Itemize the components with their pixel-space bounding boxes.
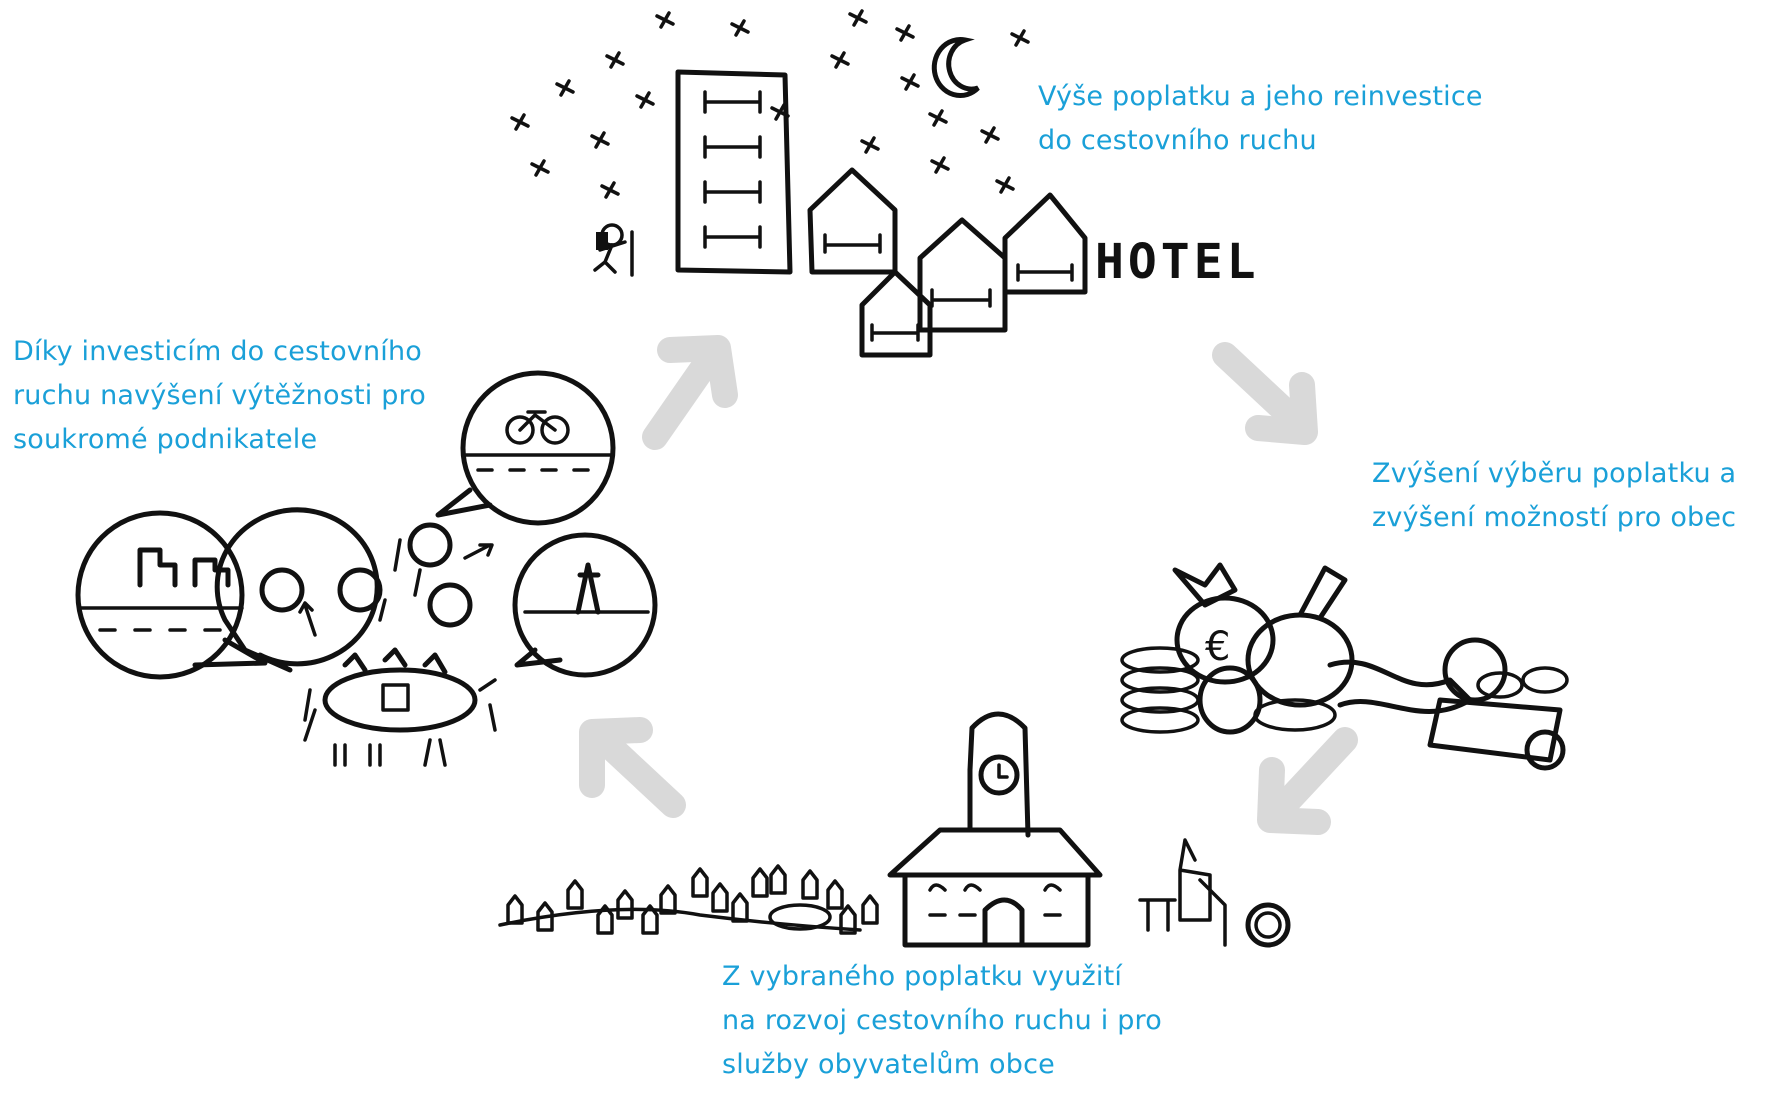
star-icon bbox=[1010, 29, 1030, 47]
star-icon bbox=[980, 126, 1000, 144]
caption-line: Z vybraného poplatku využití bbox=[722, 961, 1123, 992]
speech-bubble-cycling bbox=[435, 370, 616, 526]
star-icon bbox=[605, 51, 625, 69]
caption-line: služby obyvatelům obce bbox=[722, 1049, 1055, 1080]
star-icon bbox=[590, 131, 610, 149]
village-house-icon bbox=[566, 879, 584, 910]
village-house-icon bbox=[839, 904, 857, 935]
cycle-arrow-top-right bbox=[1212, 342, 1318, 445]
star-icon bbox=[830, 51, 850, 69]
caption-line: ruchu navýšení výtěžnosti pro bbox=[13, 380, 427, 411]
village-house-icon bbox=[731, 892, 749, 923]
svg-text:€: € bbox=[1205, 624, 1230, 670]
caption-line: soukromé podnikatele bbox=[13, 424, 318, 455]
caption-fee-usage: Z vybraného poplatku využití na rozvoj c… bbox=[722, 955, 1162, 1087]
speech-bubble-lookout-tower bbox=[512, 532, 658, 678]
village-house-icon bbox=[801, 869, 819, 900]
star-icon bbox=[930, 156, 950, 174]
village-house-icon bbox=[861, 894, 879, 925]
star-icon bbox=[530, 159, 550, 177]
village-house-icon bbox=[616, 889, 634, 920]
tall-hotel-building bbox=[675, 69, 793, 275]
meeting-table-icon bbox=[303, 647, 497, 767]
star-icon bbox=[848, 9, 868, 27]
cycle-arrow-top-left bbox=[642, 335, 738, 450]
cycle-arrow-bottom-left bbox=[579, 717, 686, 818]
hiker-icon bbox=[593, 223, 634, 277]
star-icon bbox=[900, 73, 920, 91]
small-houses bbox=[807, 167, 1088, 358]
village-house-icon bbox=[826, 879, 844, 910]
moon-icon bbox=[931, 37, 980, 99]
caption-line: Zvýšení výběru poplatku a bbox=[1372, 458, 1737, 489]
star-icon bbox=[860, 136, 880, 154]
hotel-sign: HOTEL bbox=[1095, 234, 1260, 290]
coin-icon bbox=[1245, 902, 1291, 948]
money-pile-icon: € bbox=[1120, 562, 1569, 771]
caption-line: Výše poplatku a jeho reinvestice bbox=[1038, 81, 1483, 112]
town-hall-icon bbox=[887, 711, 1103, 948]
village-ground bbox=[498, 907, 862, 932]
village-house-icon bbox=[751, 867, 769, 898]
star-icon bbox=[730, 19, 750, 37]
village-house-icon bbox=[506, 894, 524, 925]
village-house-icon bbox=[769, 864, 787, 895]
caption-fee-reinvestment: Výše poplatku a jeho reinvestice do cest… bbox=[1038, 75, 1483, 163]
village-house-icon bbox=[711, 882, 729, 913]
star-icon bbox=[655, 11, 675, 29]
pond bbox=[768, 903, 832, 931]
star-icon bbox=[600, 181, 620, 199]
village-house-icon bbox=[659, 884, 677, 915]
floating-coins bbox=[259, 522, 494, 637]
coin-stack bbox=[1120, 646, 1200, 734]
caption-increased-collection: Zvýšení výběru poplatku a zvýšení možnos… bbox=[1372, 452, 1736, 540]
star-icon bbox=[555, 79, 575, 97]
speech-bubble-city bbox=[75, 507, 380, 680]
caption-line: do cestovního ruchu bbox=[1038, 125, 1317, 156]
village-houses bbox=[506, 864, 879, 935]
star-icon bbox=[635, 91, 655, 109]
caption-line: zvýšení možností pro obec bbox=[1372, 502, 1737, 533]
star-icon bbox=[895, 24, 915, 42]
star-icon bbox=[510, 113, 530, 131]
caption-business-profitability: Díky investicím do cestovního ruchu navý… bbox=[13, 330, 426, 462]
village-house-icon bbox=[536, 901, 554, 932]
star-icon bbox=[995, 176, 1015, 194]
construction-site-icon bbox=[1138, 838, 1227, 947]
village-house-icon bbox=[691, 867, 709, 898]
star-icon bbox=[928, 109, 948, 127]
caption-line: Díky investicím do cestovního bbox=[13, 336, 423, 367]
cycle-arrow-bottom-right bbox=[1257, 727, 1358, 835]
caption-line: na rozvoj cestovního ruchu i pro bbox=[722, 1005, 1162, 1036]
